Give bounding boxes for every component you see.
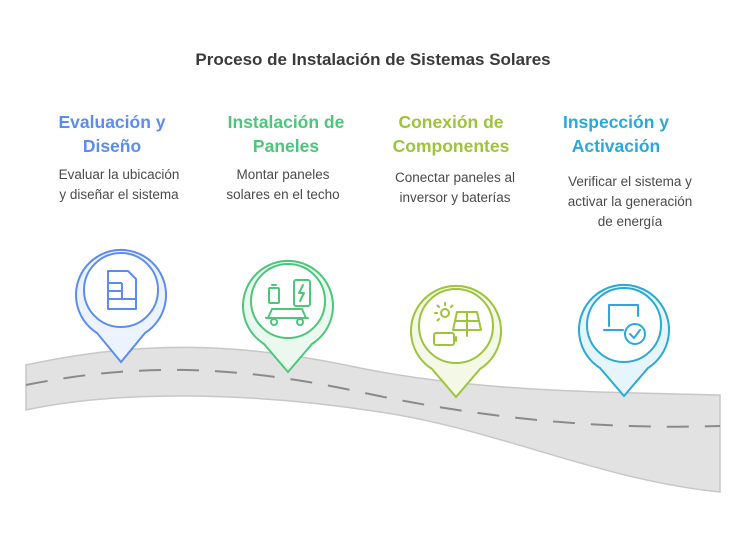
step-2-desc-line1: Montar paneles xyxy=(236,167,330,182)
step-2-title: Instalación de Paneles xyxy=(206,110,366,158)
sun-icon xyxy=(440,308,450,318)
step-2-desc-line2: solares en el techo xyxy=(226,187,340,202)
step-1-title-line2: Diseño xyxy=(82,136,142,156)
step-4-title-line2: Activación xyxy=(571,136,661,156)
step-3-desc-line2: inversor y baterías xyxy=(399,190,511,205)
step-4-desc-line2: activar la generación xyxy=(567,194,693,209)
battery-icon xyxy=(433,332,455,346)
step-1-desc-line2: y diseñar el sistema xyxy=(59,187,179,202)
step-2-title-line2: Paneles xyxy=(252,136,320,156)
step-2-pin-inner-ring xyxy=(250,263,326,339)
step-3-title-line1: Conexión de xyxy=(398,112,504,132)
step-3-pin-inner-ring xyxy=(418,288,494,364)
step-2-description: Montar paneles solares en el techo xyxy=(203,165,363,205)
step-3-desc-line1: Conectar paneles al xyxy=(394,170,516,185)
step-1-pin xyxy=(75,248,167,364)
step-2-pin xyxy=(242,259,334,374)
step-3-description: Conectar paneles al inversor y baterías xyxy=(375,168,535,208)
step-1-title: Evaluación y Diseño xyxy=(32,110,192,158)
step-4-pin-inner-ring xyxy=(586,287,662,363)
step-4-title-line1: Inspección y xyxy=(562,112,669,132)
step-3-title-line2: Componentes xyxy=(392,136,510,156)
laptop-check-icon xyxy=(603,304,646,345)
road-center-line xyxy=(25,368,721,428)
step-4-desc-line1: Verificar el sistema y xyxy=(568,174,692,189)
step-2-title-line1: Instalación de xyxy=(227,112,345,132)
step-1-desc-line1: Evaluar la ubicación xyxy=(58,167,180,182)
step-3-title: Conexión de Componentes xyxy=(371,110,531,158)
solar-panel-icon xyxy=(452,311,482,331)
page-title: Proceso de Instalación de Sistemas Solar… xyxy=(195,50,551,69)
step-1-description: Evaluar la ubicación y diseñar el sistem… xyxy=(39,165,199,205)
step-3-pin xyxy=(410,284,502,399)
road xyxy=(25,346,721,493)
step-4-description: Verificar el sistema y activar la genera… xyxy=(550,172,710,232)
road-surface xyxy=(25,346,721,493)
step-4-title: Inspección y Activación xyxy=(536,110,696,158)
document-icon xyxy=(107,270,137,310)
ev-charging-icon xyxy=(265,279,311,326)
step-1-title-line1: Evaluación y xyxy=(58,112,166,132)
step-4-pin xyxy=(578,283,670,398)
step-4-desc-line3: de energía xyxy=(597,214,663,229)
solar-panel-battery-icon xyxy=(433,302,482,346)
